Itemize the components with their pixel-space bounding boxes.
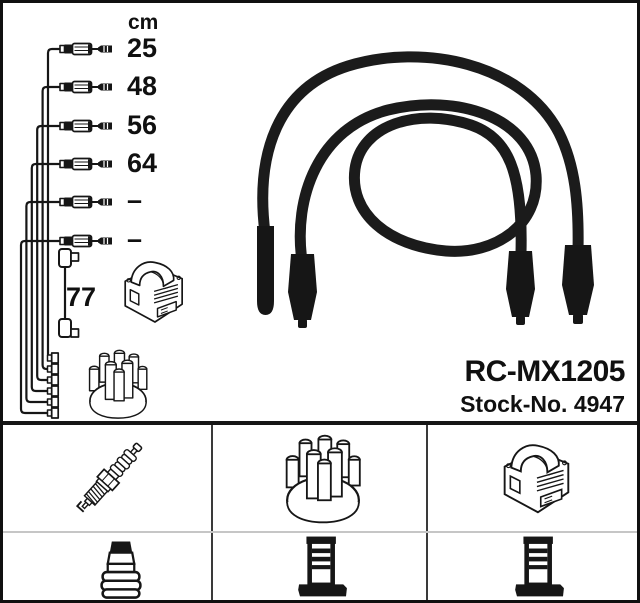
unit-header: cm: [128, 11, 159, 34]
cable-length-label: 25: [127, 33, 158, 63]
length-schematic: [19, 42, 184, 419]
artwork-layer: [19, 42, 594, 599]
cable-end-stub-icon: [46, 352, 60, 419]
lead-looped: [294, 99, 542, 267]
stock-number: Stock-No. 4947: [460, 391, 625, 417]
din-terminal-post-icon: [515, 536, 564, 597]
spark-plug-icon: [72, 437, 148, 518]
ignition-coil-icon: [503, 444, 570, 514]
grid-column-divider: [211, 425, 213, 600]
cable-photo: [257, 51, 594, 328]
section-divider: [3, 421, 637, 425]
cable-length-label: –: [127, 185, 143, 215]
cable-connector-icon: [59, 42, 113, 248]
din-terminal-post-icon: [298, 536, 347, 597]
grid-row-divider: [3, 531, 637, 533]
legend-icons: [72, 434, 570, 599]
distributor-cap-icon: [285, 434, 361, 524]
plug-terminal-nut-icon: [100, 540, 142, 599]
coil-cable-length-label: 77: [66, 282, 97, 312]
coil-cable-icon: [58, 248, 80, 338]
cable-length-label: –: [127, 224, 143, 254]
cable-length-label: 56: [127, 110, 158, 140]
product-code: RC-MX1205: [464, 355, 625, 388]
cable-length-label: 64: [127, 148, 158, 178]
cable-length-label: 48: [127, 71, 158, 101]
lead-boots: [257, 226, 594, 328]
distributor-cap-icon: [88, 349, 148, 419]
grid-column-divider: [426, 425, 428, 600]
lead-outer: [257, 51, 584, 257]
ignition-coil-icon: [124, 261, 184, 323]
